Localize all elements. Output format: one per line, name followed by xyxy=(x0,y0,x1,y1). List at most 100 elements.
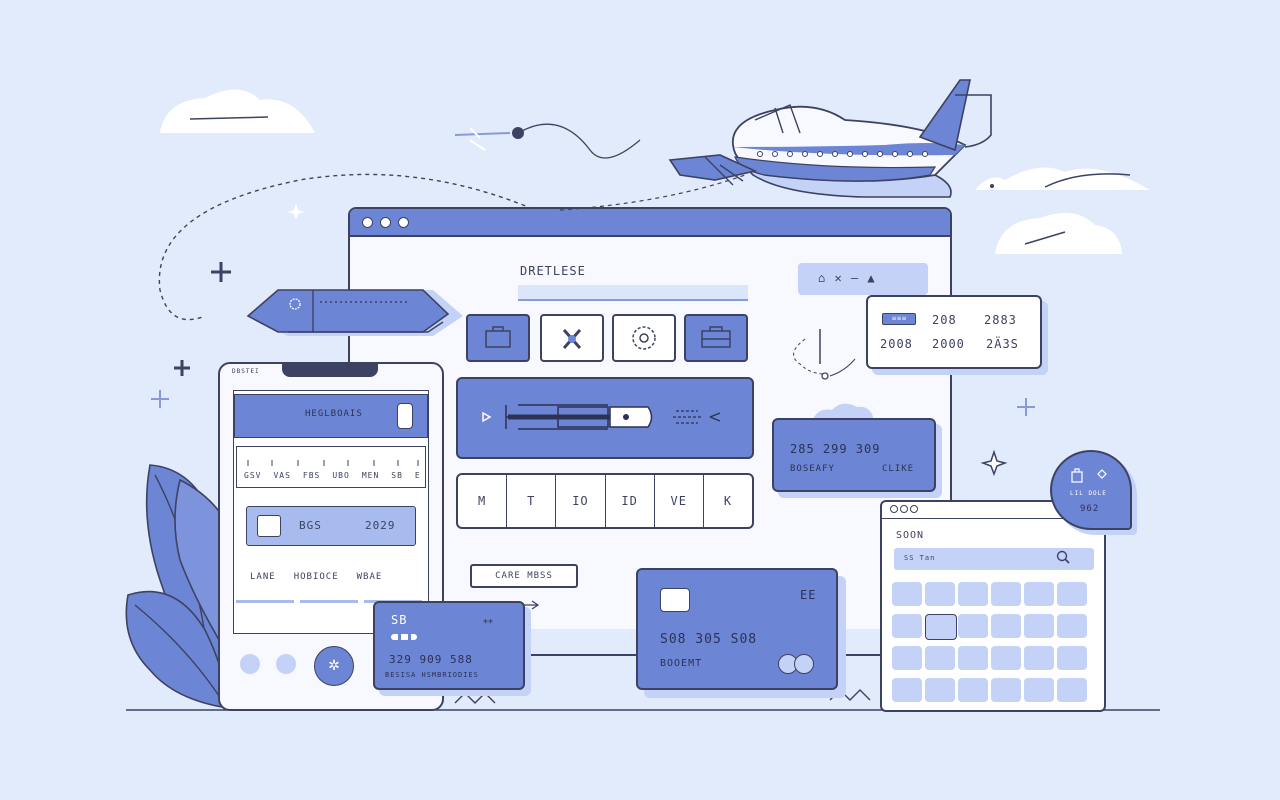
tools-button[interactable] xyxy=(540,314,604,362)
boarding-pass-card[interactable]: 285 299 309 BOSEAFY CLIKE xyxy=(772,418,936,492)
calendar-day-cell[interactable] xyxy=(925,646,955,670)
toggle-button[interactable] xyxy=(397,403,413,429)
cloud-icon xyxy=(995,212,1122,254)
pass-numbers: 285 299 309 xyxy=(790,442,881,456)
compass-icon xyxy=(632,326,656,350)
calendar-day-cell[interactable] xyxy=(925,614,957,640)
cloud-icon xyxy=(975,167,1150,190)
card-number: BGS xyxy=(299,519,322,532)
airline-logo: ≡≡≡ xyxy=(882,313,916,325)
phone-table xyxy=(236,446,426,488)
column-label: VAS xyxy=(273,471,291,480)
calendar-grid xyxy=(892,582,1092,702)
window-dot[interactable] xyxy=(900,505,908,513)
phone-nav-dot[interactable] xyxy=(240,654,260,674)
column-label: E xyxy=(414,471,421,480)
calendar-day-cell[interactable] xyxy=(958,678,988,702)
search-label: SS Tan xyxy=(904,554,936,562)
letter-box[interactable]: VE xyxy=(655,475,704,527)
phone-nav-dot[interactable] xyxy=(276,654,296,674)
column-label: FBS xyxy=(302,471,321,480)
calendar-day-cell[interactable] xyxy=(1024,678,1054,702)
badge-value: 962 xyxy=(1080,504,1100,514)
suitcase-icon xyxy=(485,326,511,348)
calendar-day-cell[interactable] xyxy=(1057,614,1087,638)
phone-status: DBSTEI xyxy=(232,368,260,375)
search-icon xyxy=(1056,550,1070,564)
lock-icon xyxy=(1071,468,1107,483)
calendar-day-cell[interactable] xyxy=(958,614,988,638)
cloud-icon xyxy=(160,89,315,133)
column-label: SB xyxy=(391,471,403,480)
compass-button[interactable] xyxy=(612,314,676,362)
calendar-day-cell[interactable] xyxy=(1024,614,1054,638)
boarding-tag xyxy=(246,289,463,336)
letter-box[interactable]: K xyxy=(723,494,733,508)
footer-label[interactable]: LANE xyxy=(250,572,276,582)
calendar-day-cell[interactable] xyxy=(1057,582,1087,606)
calendar-day-cell[interactable] xyxy=(991,646,1021,670)
card-numbers: 329 909 588 xyxy=(389,653,473,666)
care-button[interactable]: CARE MBSS xyxy=(470,564,578,588)
credit-card-small[interactable]: SB ⁎⁎ 329 909 588 BESISA HSMBRIODIES xyxy=(373,601,525,690)
calendar-day-cell[interactable] xyxy=(1057,678,1087,702)
calendar-day-cell[interactable] xyxy=(1024,582,1054,606)
phone-card-row[interactable]: BGS 2029 xyxy=(246,506,416,546)
calendar-day-cell[interactable] xyxy=(991,614,1021,638)
toolbar-right[interactable]: ⌂ ✕ — ▲ xyxy=(798,263,928,295)
phone-footer-labels: LANE HOBIOCE WBAE xyxy=(250,572,382,582)
footer-label[interactable]: WBAE xyxy=(356,572,383,582)
card-head: SB xyxy=(391,613,408,627)
window-dot[interactable] xyxy=(890,505,898,513)
letter-box[interactable]: M xyxy=(458,475,508,527)
pass-name: BOSEAFY xyxy=(790,464,835,474)
price-badge[interactable]: LIL DOLE 962 xyxy=(1050,450,1132,530)
footer-label[interactable]: HOBIOCE xyxy=(293,572,339,582)
letter-field-group[interactable]: M T IO ID VE K xyxy=(456,473,754,529)
calendar-day-cell[interactable] xyxy=(892,646,922,670)
window-titlebar xyxy=(350,209,950,237)
card-dots xyxy=(391,634,417,640)
suitcase-button[interactable] xyxy=(466,314,530,362)
calendar-day-cell[interactable] xyxy=(958,582,988,606)
phone-device: DBSTEI HEGLBOAIS GSV VAS FBS UBO MEN SB … xyxy=(218,362,444,711)
calendar-day-cell[interactable] xyxy=(958,646,988,670)
calendar-day-cell[interactable] xyxy=(925,678,955,702)
card-holder: BESISA HSMBRIODIES xyxy=(385,671,479,679)
fare-card[interactable]: ≡≡≡ 208 2883 2008 2000 2Ä3S xyxy=(866,295,1042,369)
window-dot[interactable] xyxy=(398,216,409,228)
calendar-day-cell[interactable] xyxy=(892,678,922,702)
card-year: 2029 xyxy=(365,519,396,532)
calendar-day-cell[interactable] xyxy=(1057,646,1087,670)
luggage-button[interactable] xyxy=(684,314,748,362)
calendar-day-cell[interactable] xyxy=(892,614,922,638)
fare-value: 2000 xyxy=(932,337,965,351)
title-input[interactable] xyxy=(518,285,748,301)
card-network-logo xyxy=(778,654,818,674)
ticket-illustration xyxy=(482,404,721,430)
calendar-day-cell[interactable] xyxy=(991,678,1021,702)
table-ticks xyxy=(247,460,419,466)
column-label: GSV xyxy=(244,471,262,480)
credit-card-large[interactable]: EE S08 305 S08 BOOEMT xyxy=(636,568,838,690)
window-dot[interactable] xyxy=(380,216,391,228)
column-label: UBO xyxy=(332,471,350,480)
window-dot[interactable] xyxy=(910,505,918,513)
phone-header[interactable]: HEGLBOAIS xyxy=(234,394,428,438)
calendar-day-cell[interactable] xyxy=(991,582,1021,606)
calendar-search[interactable]: SS Tan xyxy=(894,548,1094,570)
calendar-day-cell[interactable] xyxy=(925,582,955,606)
suitcase-icon xyxy=(701,326,731,348)
window-dot[interactable] xyxy=(362,216,373,228)
tools-icon xyxy=(562,329,582,349)
letter-box[interactable]: T xyxy=(507,475,557,527)
letter-box[interactable]: ID xyxy=(606,475,655,527)
letter-box[interactable]: IO xyxy=(556,475,606,527)
page-title: DRETLESE xyxy=(520,264,586,278)
calendar-day-cell[interactable] xyxy=(892,582,922,606)
flight-banner[interactable] xyxy=(456,377,754,459)
pass-class: CLIKE xyxy=(882,464,915,474)
calendar-day-cell[interactable] xyxy=(1024,646,1054,670)
fare-value: 208 xyxy=(932,313,957,327)
phone-home-button[interactable]: ✲ xyxy=(314,646,354,686)
